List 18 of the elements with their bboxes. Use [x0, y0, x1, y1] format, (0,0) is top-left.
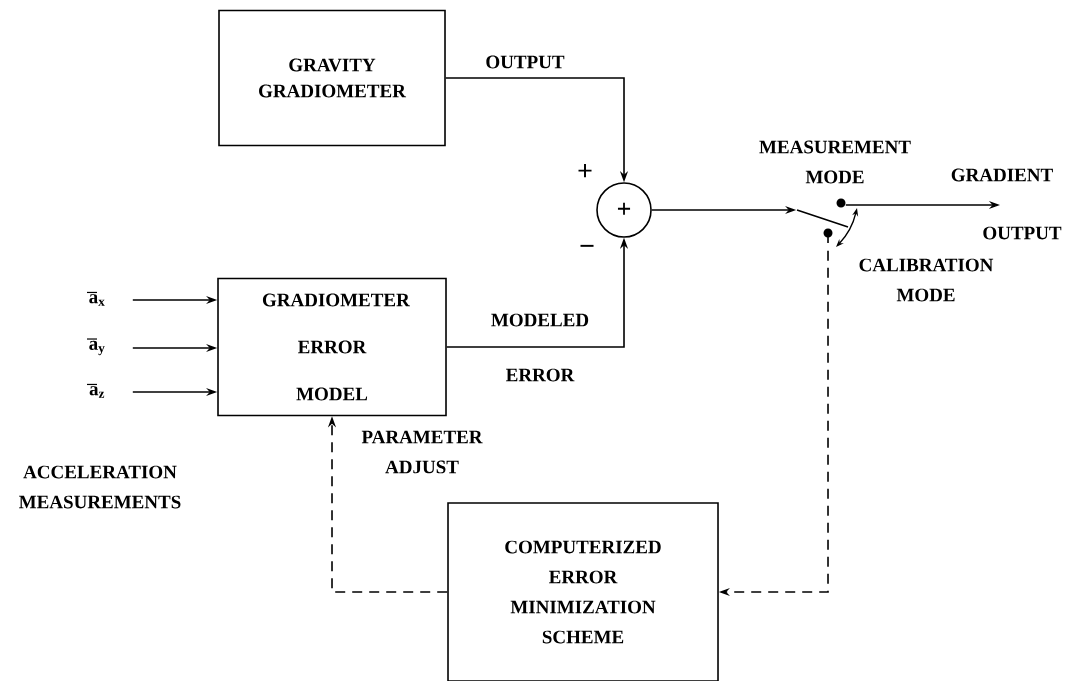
label-text: MODELED: [491, 313, 589, 327]
label-text: OUTPUT: [983, 226, 1062, 240]
label-text: CALIBRATION MODE: [859, 258, 994, 302]
label-text: PARAMETER ADJUST: [361, 430, 483, 474]
label-text: OUTPUT: [486, 55, 565, 69]
input-signal: a$_{z}$: [89, 386, 105, 398]
label-text: MEASUREMENT MODE: [759, 140, 911, 184]
input-signal: a$_{x}$: [89, 294, 105, 306]
label-text: +: [578, 164, 592, 178]
process-box: GRADIOMETER ERROR MODEL: [217, 277, 447, 417]
label-text: ERROR: [506, 368, 575, 382]
process-box: COMPUTERIZED ERROR MINIMIZATION SCHEME: [447, 502, 719, 681]
process-box: GRAVITY GRADIOMETER: [218, 9, 446, 147]
label-text: ACCELERATION MEASUREMENTS: [19, 465, 181, 509]
input-signal: a$_{y}$: [89, 340, 105, 356]
label-text: GRADIENT: [951, 168, 1053, 182]
label-text: −: [580, 244, 594, 247]
summing-junction: +: [596, 182, 652, 238]
